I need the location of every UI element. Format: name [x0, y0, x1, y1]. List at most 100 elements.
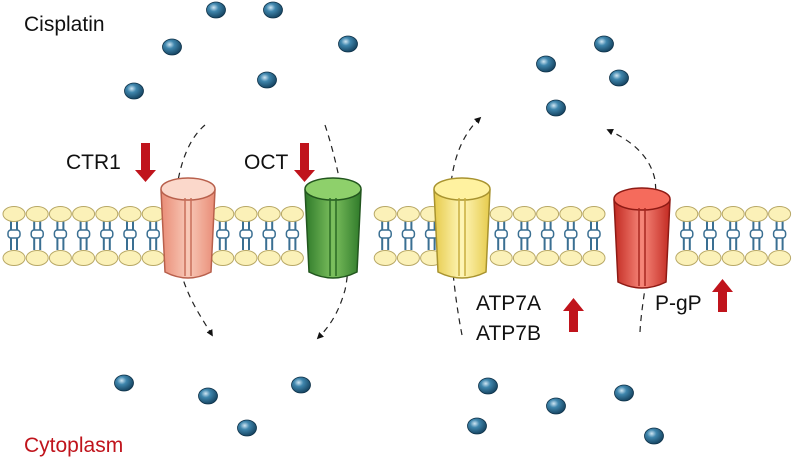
lipid-head — [95, 206, 119, 222]
lipid-tail-link — [587, 229, 601, 239]
cisplatin-molecule — [594, 35, 614, 53]
cisplatin-molecule — [609, 69, 629, 87]
cisplatin-molecule — [263, 1, 283, 19]
cisplatin-molecule — [237, 419, 257, 437]
oct-down-arrow-icon — [294, 143, 315, 182]
cisplatin-label: Cisplatin — [24, 13, 105, 36]
lipid-tail-link — [494, 229, 508, 239]
lipid-head — [280, 250, 304, 266]
lipid-head — [141, 206, 165, 222]
lipid-tail-link — [216, 229, 230, 239]
cisplatin-molecule — [536, 55, 556, 73]
lipid-head — [48, 250, 72, 266]
lipid-tail-link — [146, 229, 160, 239]
lipid-head — [25, 250, 49, 266]
lipid-head — [280, 206, 304, 222]
lipid-tail-link — [401, 229, 416, 239]
lipid-head — [234, 250, 258, 266]
lipid-head — [536, 250, 560, 266]
lipid-tail-link — [123, 229, 137, 239]
cisplatin-molecule — [478, 377, 498, 395]
oct-label: OCT — [244, 151, 289, 174]
lipid-head — [257, 250, 281, 266]
lipid-head — [582, 206, 606, 222]
lipid-head — [373, 206, 397, 222]
ctr1-label: CTR1 — [66, 151, 121, 174]
atp7a-label: ATP7A — [476, 292, 541, 315]
lipid-tail-link — [726, 229, 740, 239]
lipid-head — [512, 250, 536, 266]
cisplatin-molecule — [291, 376, 311, 394]
lipid-head — [489, 250, 513, 266]
lipid-head — [744, 206, 768, 222]
cisplatin-molecule — [124, 82, 144, 100]
lipid-head — [211, 250, 235, 266]
lipid-head — [234, 206, 258, 222]
lipid-head — [118, 250, 142, 266]
lipid-head — [721, 250, 745, 266]
lipid-tail-link — [540, 229, 555, 239]
lipid-tail-link — [7, 229, 21, 239]
pgp-label: P-gP — [655, 292, 702, 315]
lipid-bilayer — [2, 206, 792, 266]
lipid-tail-link — [749, 229, 764, 239]
lipid-tail-link — [30, 229, 44, 239]
lipid-tail-link — [262, 229, 276, 239]
lipid-tail-link — [100, 229, 114, 239]
lipid-tail-link — [378, 229, 392, 239]
lipid-head — [396, 206, 420, 222]
lipid-head — [396, 250, 420, 266]
lipid-head — [698, 206, 722, 222]
lipid-tail-link — [564, 229, 578, 239]
lipid-tail-link — [239, 229, 253, 239]
lipid-head — [536, 206, 560, 222]
lipid-head — [373, 250, 397, 266]
lipid-head — [118, 206, 142, 222]
lipid-head — [95, 250, 119, 266]
cisplatin-molecule — [614, 384, 634, 402]
oct-transporter — [304, 177, 362, 279]
cisplatin-molecule — [338, 35, 358, 53]
lipid-head — [768, 206, 792, 222]
pgp-up-arrow-icon — [712, 279, 733, 312]
lipid-tail-link — [285, 229, 300, 239]
lipid-tail-link — [772, 229, 787, 239]
lipid-head — [2, 206, 26, 222]
cisplatin-molecule — [198, 387, 218, 405]
lipid-head — [559, 206, 583, 222]
lipid-head — [675, 250, 699, 266]
lipid-head — [72, 206, 96, 222]
cisplatin-molecule — [467, 417, 487, 435]
cisplatin-molecule — [644, 427, 664, 445]
lipid-head — [48, 206, 72, 222]
cisplatin-molecule — [206, 1, 226, 19]
lipid-tail-link — [53, 229, 68, 239]
pgp-transporter — [613, 187, 671, 289]
atp7-transporter — [433, 177, 491, 279]
cisplatin-molecule — [114, 374, 134, 392]
lipid-head — [698, 250, 722, 266]
cytoplasm-label: Cytoplasm — [24, 434, 124, 457]
lipid-head — [675, 206, 699, 222]
lipid-head — [744, 250, 768, 266]
lipid-tail-link — [680, 229, 694, 239]
lipid-head — [72, 250, 96, 266]
cisplatin-molecule — [546, 397, 566, 415]
lipid-tail-link — [703, 229, 717, 239]
lipid-head — [512, 206, 536, 222]
lipid-head — [559, 250, 583, 266]
atp7b-label: ATP7B — [476, 322, 541, 345]
cisplatin-molecule — [257, 71, 277, 89]
lipid-head — [25, 206, 49, 222]
atp7-efflux-path — [449, 116, 482, 336]
ctr1-down-arrow-icon — [135, 143, 156, 182]
lipid-head — [211, 206, 235, 222]
lipid-tail-link — [76, 229, 91, 239]
lipid-head — [489, 206, 513, 222]
cisplatin-molecules — [114, 1, 664, 445]
lipid-head — [2, 250, 26, 266]
cisplatin-molecule — [546, 99, 566, 117]
lipid-head — [582, 250, 606, 266]
lipid-tail-link — [517, 229, 532, 239]
